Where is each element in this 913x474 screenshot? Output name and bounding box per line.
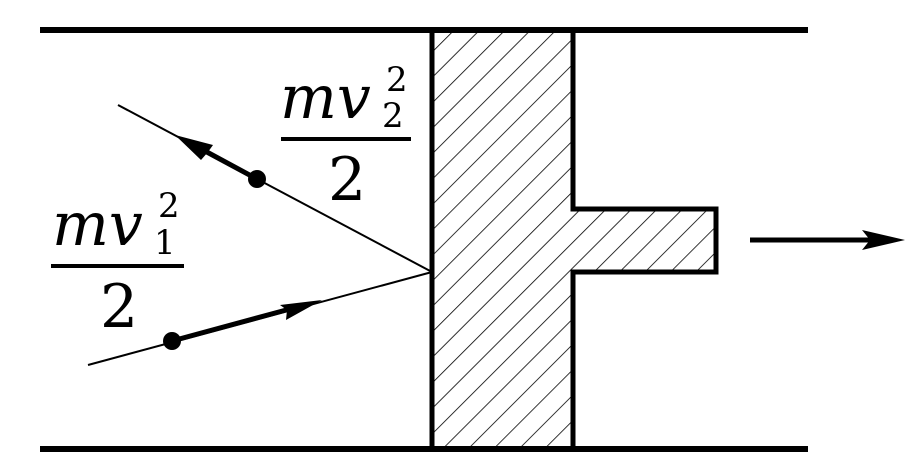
outgoing-subscript: 2 <box>382 96 404 136</box>
piston <box>429 27 719 452</box>
outgoing-energy-label: mv 2 2 2 <box>280 60 411 215</box>
outgoing-numerator-base: mv <box>280 63 371 133</box>
incoming-denominator: 2 <box>100 272 138 342</box>
outgoing-superscript: 2 <box>386 60 408 100</box>
incoming-numerator-base: mv <box>52 190 143 260</box>
arrow-right-icon <box>750 230 905 250</box>
incoming-trajectory <box>87 271 433 366</box>
outgoing-particle <box>248 170 266 188</box>
incoming-superscript: 2 <box>158 186 180 226</box>
incoming-particle <box>163 332 181 350</box>
outgoing-denominator: 2 <box>328 145 366 215</box>
outgoing-trajectory <box>117 104 433 273</box>
incoming-energy-label: mv 2 1 2 <box>51 186 184 342</box>
incoming-subscript: 1 <box>154 223 176 263</box>
